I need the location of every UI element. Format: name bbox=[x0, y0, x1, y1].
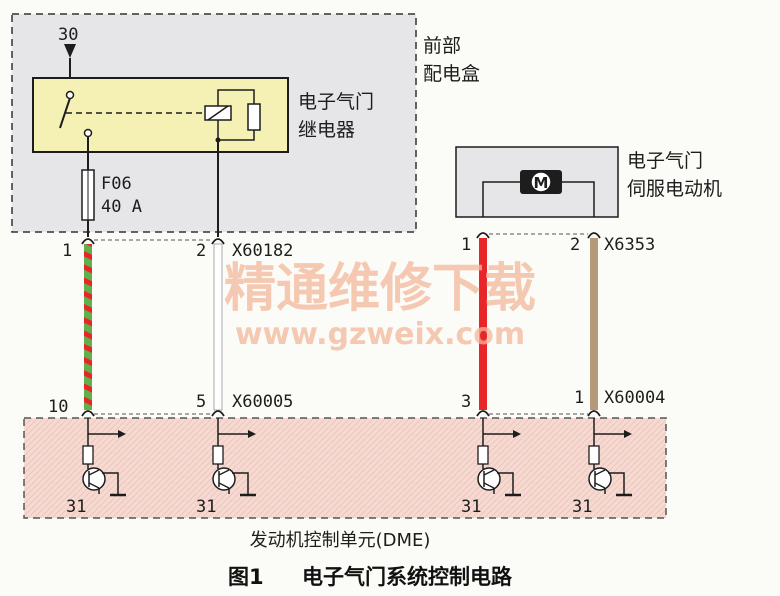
servo-label-1: 电子气门 bbox=[627, 150, 703, 172]
ground-label-4: 31 bbox=[572, 497, 592, 517]
driver-stage-4 bbox=[588, 418, 632, 497]
connector-x60182-label: X60182 bbox=[232, 241, 293, 261]
relay-switch-arm bbox=[59, 97, 71, 129]
connector-pin-2b bbox=[587, 232, 601, 239]
ground-label-1: 31 bbox=[66, 497, 86, 517]
driver-stage-1 bbox=[82, 418, 126, 497]
relay-label-1: 电子气门 bbox=[298, 91, 374, 113]
relay-contact-bottom bbox=[83, 128, 93, 138]
fuse-rating: 40 A bbox=[101, 197, 142, 217]
fuse-name: F06 bbox=[101, 174, 132, 194]
ground-label-2: 31 bbox=[196, 497, 216, 517]
pin-3-label: 3 bbox=[461, 392, 471, 412]
relay-resistor-icon bbox=[247, 103, 261, 131]
connector-pin-2a bbox=[211, 238, 225, 245]
pin-2a-label: 2 bbox=[196, 241, 206, 261]
pin-1b-label: 1 bbox=[461, 235, 471, 255]
connector-x6353-label: X6353 bbox=[604, 235, 655, 255]
connector-pin-3 bbox=[476, 410, 490, 417]
relay-label-2: 继电器 bbox=[298, 119, 355, 141]
connector-x60005-label: X60005 bbox=[232, 392, 293, 412]
dme-module-box bbox=[23, 417, 667, 519]
driver-stage-3 bbox=[477, 418, 521, 497]
pin-2b-label: 2 bbox=[570, 235, 580, 255]
pin-10-label: 10 bbox=[48, 397, 68, 417]
wire-white bbox=[213, 243, 223, 411]
wire-red-green bbox=[84, 244, 92, 410]
connector-pin-1a bbox=[81, 238, 95, 245]
wire-red bbox=[479, 238, 487, 410]
driver-stage-2 bbox=[212, 418, 256, 497]
watermark-title: 精通维修下载 bbox=[224, 259, 536, 319]
figure-title: 电子气门系统控制电路 bbox=[302, 565, 513, 589]
pin-1a-label: 1 bbox=[62, 241, 72, 261]
watermark-url: www.gzweix.com bbox=[235, 317, 525, 352]
wire-tan bbox=[590, 238, 598, 410]
pin-5-label: 5 bbox=[196, 392, 206, 412]
connector-pin-10 bbox=[81, 410, 95, 417]
dme-label: 发动机控制单元(DME) bbox=[250, 530, 431, 551]
front-box-label-2: 配电盒 bbox=[423, 63, 480, 85]
pin-1c-label: 1 bbox=[574, 388, 584, 408]
figure-number: 图1 bbox=[228, 565, 264, 589]
terminal-30-label: 30 bbox=[58, 25, 78, 45]
arrow-down-icon bbox=[64, 44, 76, 58]
connector-pin-1c bbox=[587, 410, 601, 417]
connector-x60004-label: X60004 bbox=[604, 388, 665, 408]
connector-pin-1b bbox=[476, 232, 490, 239]
connector-pin-5 bbox=[211, 410, 225, 417]
servo-label-2: 伺服电动机 bbox=[627, 178, 722, 200]
motor-symbol: M bbox=[534, 174, 549, 192]
relay-contact-top bbox=[65, 90, 75, 100]
front-box-label-1: 前部 bbox=[423, 35, 461, 57]
ground-label-3: 31 bbox=[461, 497, 481, 517]
